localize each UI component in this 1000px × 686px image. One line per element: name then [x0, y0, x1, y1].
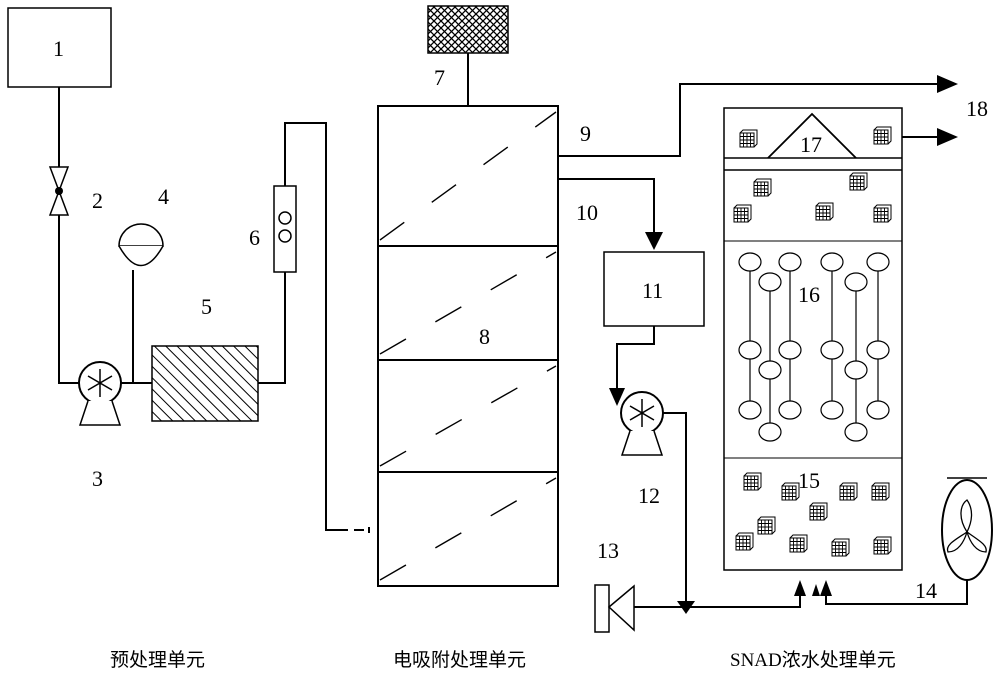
packing-zone-16: [738, 252, 890, 442]
raw-water-tank: [7, 7, 112, 88]
arrow-to-pump-12: [609, 388, 625, 406]
label-4: 4: [158, 184, 169, 209]
filter-unit: [151, 345, 259, 422]
pipe-pump12-to-reactor: [663, 412, 687, 605]
discharge-valve-icon: [594, 584, 635, 633]
flowmeter-icon: [273, 185, 297, 273]
power-supply: [427, 5, 509, 54]
caption-pretreatment: 预处理单元: [110, 649, 205, 671]
label-15: 15: [798, 468, 820, 493]
pipe-air-to-reactor: [825, 580, 968, 605]
label-1: 1: [53, 36, 64, 61]
caption-electrosorption: 电吸附处理单元: [393, 649, 526, 671]
pipe-discharge: [634, 594, 801, 608]
valve-icon: [48, 166, 70, 216]
pipe-inlet-dashed: [354, 527, 370, 533]
arrow-to-reactor-left: [794, 580, 806, 596]
label-3: 3: [92, 466, 103, 491]
label-9: 9: [580, 121, 591, 146]
pump-icon-12: [620, 391, 664, 456]
pipe-flowmeter-to-electrosorption: [284, 122, 348, 531]
label-18: 18: [966, 96, 988, 121]
pump-icon: [78, 361, 122, 426]
arrow-to-18-bottom: [937, 128, 958, 146]
label-13: 13: [597, 538, 619, 563]
label-10: 10: [576, 200, 598, 225]
label-14: 14: [915, 578, 937, 603]
label-16: 16: [798, 282, 820, 307]
electrosorption-column: [377, 105, 559, 587]
pipe-tank-to-pump: [58, 87, 80, 384]
pipe-outlet-9: [558, 83, 942, 157]
pressure-tank-icon: [118, 223, 164, 383]
blower-icon: [941, 477, 993, 581]
pipe-buffer-to-pump: [616, 326, 655, 391]
label-11: 11: [642, 278, 663, 303]
label-2: 2: [92, 188, 103, 213]
label-8: 8: [479, 324, 490, 349]
arrow-air-up-2: [812, 584, 820, 596]
pipe-concentrate-10: [558, 178, 655, 236]
snad-reactor: [723, 107, 903, 571]
three-phase-separator: [739, 112, 892, 159]
label-17: 17: [800, 132, 822, 157]
label-5: 5: [201, 294, 212, 319]
caption-snad: SNAD浓水处理单元: [730, 649, 896, 671]
label-7: 7: [434, 65, 445, 90]
arrow-air-up: [820, 580, 832, 596]
pipe-filter-to-flowmeter: [258, 272, 286, 384]
label-12: 12: [638, 483, 660, 508]
arrow-to-18-top: [937, 75, 958, 93]
label-6: 6: [249, 225, 260, 250]
arrow-to-11: [645, 232, 663, 250]
concentrate-buffer-tank: [603, 251, 705, 327]
